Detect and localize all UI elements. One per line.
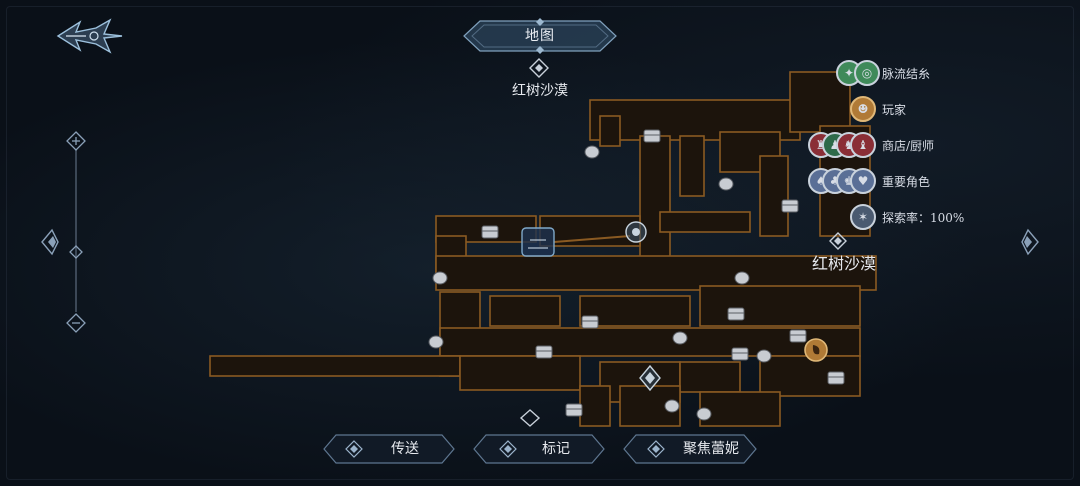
- button-frame: [623, 434, 757, 464]
- sack-icon: [718, 177, 734, 191]
- legend-row-character[interactable]: ♠ ♣ ♚ ♥ 重要角色: [806, 166, 1006, 196]
- legend-row-player[interactable]: ☻ 玩家: [806, 94, 1006, 124]
- vein-node-icon: [625, 221, 647, 243]
- scroll-right-icon[interactable]: [1018, 226, 1042, 258]
- sack-icon: [664, 399, 680, 413]
- player-frame-icon: [521, 227, 555, 257]
- chest-markers: [481, 129, 845, 417]
- legend-row-vein[interactable]: ✦ ◎ 脉流结糸: [806, 58, 1006, 88]
- chest-icon: [535, 345, 553, 359]
- sack-icon: [756, 349, 772, 363]
- page-title: 地图: [525, 28, 555, 44]
- chest-icon: [643, 129, 661, 143]
- compass-star-icon: ✶: [850, 204, 876, 230]
- legend-label-vein: 脉流结糸: [882, 67, 931, 81]
- chest-icon: [565, 403, 583, 417]
- bench-icon: [639, 364, 661, 392]
- chest-icon: [727, 307, 745, 321]
- teleport-button[interactable]: 传送: [320, 432, 458, 466]
- teleport-button-label: 传送: [391, 441, 419, 457]
- sack-icon: [584, 145, 600, 159]
- sack-icon: [428, 335, 444, 349]
- mark-button[interactable]: 标记: [470, 432, 608, 466]
- legend-label-character: 重要角色: [882, 175, 931, 189]
- chest-icon: [481, 225, 499, 239]
- vein-node-icon: ◎: [854, 60, 880, 86]
- title-plate: [463, 18, 617, 54]
- chest-icon: [731, 347, 749, 361]
- screen-border: [6, 6, 1074, 480]
- focus-renee-button[interactable]: 聚焦蕾妮: [620, 432, 760, 466]
- chest-icon: [781, 199, 799, 213]
- exploration-rate: 探索率：100%: [882, 211, 965, 225]
- chest-icon: [581, 315, 599, 329]
- button-frame: [473, 434, 605, 464]
- map-region-label: 红树沙漠: [812, 254, 877, 273]
- chest-icon: [789, 329, 807, 343]
- region-diamond-icon: [529, 58, 549, 78]
- player-location-icon: [804, 338, 828, 362]
- sack-icon: [696, 407, 712, 421]
- map-corridor: [553, 235, 631, 243]
- legend-label-shop: 商店/厨师: [882, 139, 935, 153]
- focus-renee-button-label: 聚焦蕾妮: [683, 441, 739, 457]
- current-region-name: 红树沙漠: [512, 83, 568, 99]
- exit-marker-icon: [519, 409, 541, 427]
- chest-icon: [827, 371, 845, 385]
- back-arrow-icon[interactable]: [52, 16, 126, 56]
- button-frame: [323, 434, 455, 464]
- sack-icon: [672, 331, 688, 345]
- zoom-slider[interactable]: [62, 128, 90, 334]
- character-icon: ♥: [850, 168, 876, 194]
- mark-button-label: 标记: [542, 441, 570, 457]
- scroll-left-icon[interactable]: [38, 226, 62, 258]
- player-icon: ☻: [850, 96, 876, 122]
- shop-icon: ♝: [850, 132, 876, 158]
- world-map[interactable]: [200, 66, 880, 436]
- legend-row-shop[interactable]: ♜ ♟ ♞ ♝ 商店/厨师: [806, 130, 1006, 160]
- legend-label-player: 玩家: [882, 103, 907, 117]
- sack-icon: [734, 271, 750, 285]
- sack-markers: [428, 145, 772, 421]
- sack-icon: [432, 271, 448, 285]
- legend-row-exploration: ✶ 探索率：100%: [806, 202, 1006, 232]
- map-region-marker-icon: [829, 232, 847, 250]
